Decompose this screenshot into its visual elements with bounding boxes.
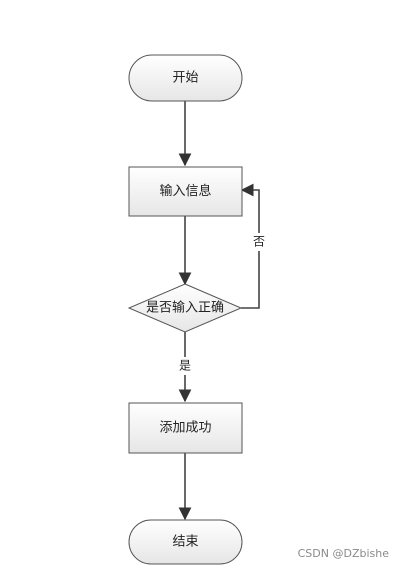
success-node <box>128 402 243 454</box>
edge-label-no-bg <box>250 233 268 251</box>
edge-label-yes: 是 <box>179 359 191 373</box>
start-node <box>128 54 243 102</box>
watermark: CSDN @DZbishe <box>297 547 389 560</box>
end-node <box>128 519 243 565</box>
input-info-label: 输入信息 <box>159 183 211 199</box>
start-node-label: 开始 <box>172 71 198 86</box>
edge-label-yes-bg <box>176 357 194 375</box>
edge-label-no: 否 <box>253 235 265 249</box>
success-label: 添加成功 <box>159 421 211 436</box>
input-info-node <box>128 166 243 217</box>
end-node-label: 结束 <box>172 535 198 550</box>
decision-node <box>127 283 243 333</box>
decision-label: 是否输入正确 <box>146 300 224 316</box>
